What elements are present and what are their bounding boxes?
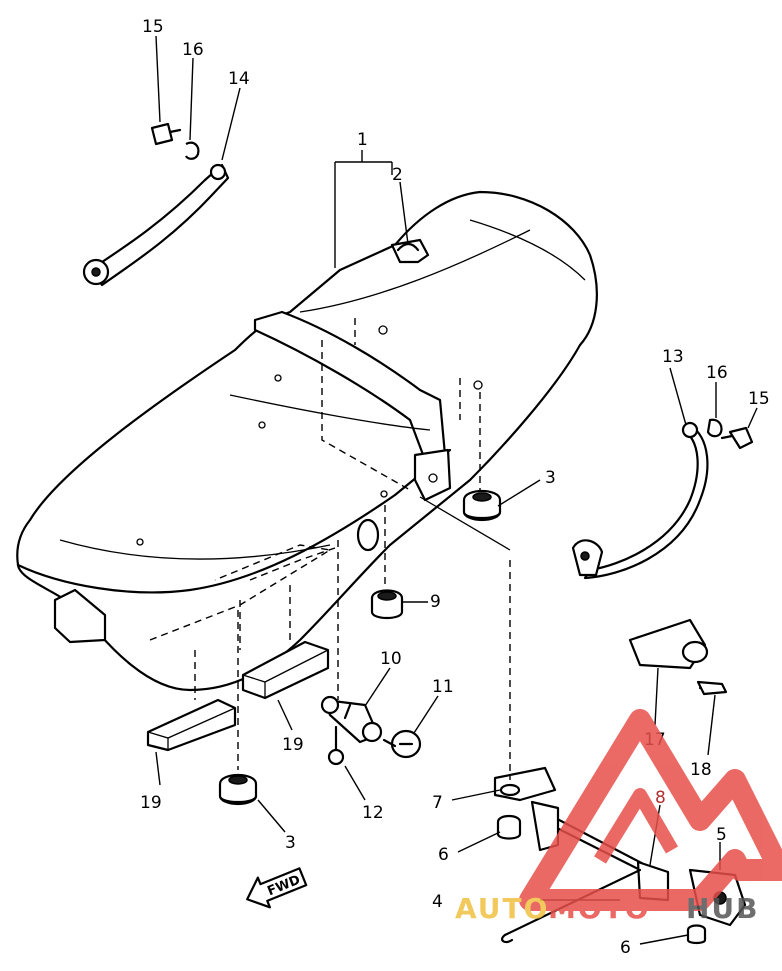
callout-labels: 1 2 3 3 4 5 6 6 7 8 9 10 11 12 13 14 15 … xyxy=(140,17,770,958)
callout-3: 3 xyxy=(285,833,296,853)
callout-3: 3 xyxy=(545,468,556,488)
callout-2: 2 xyxy=(392,165,403,185)
seat-lock xyxy=(320,540,422,766)
callout-12: 12 xyxy=(362,803,384,823)
callout-10: 10 xyxy=(380,649,402,669)
callout-7: 7 xyxy=(432,793,443,813)
grab-bars xyxy=(82,122,754,580)
rubber-pads xyxy=(146,585,330,752)
callout-14: 14 xyxy=(228,69,250,89)
callout-18: 18 xyxy=(690,760,712,780)
callout-15: 15 xyxy=(748,389,770,409)
watermark-text-auto: AUTO xyxy=(455,892,549,925)
callout-11: 11 xyxy=(432,677,454,697)
callout-19: 19 xyxy=(140,793,162,813)
callout-4: 4 xyxy=(432,892,443,912)
callout-5: 5 xyxy=(716,825,727,845)
callout-1: 1 xyxy=(357,130,368,150)
watermark-logo: AUTO MOTO HUB xyxy=(455,709,782,925)
callout-13: 13 xyxy=(662,347,684,367)
callout-6: 6 xyxy=(620,938,631,958)
callout-6: 6 xyxy=(438,845,449,865)
callout-9: 9 xyxy=(430,592,441,612)
dampers xyxy=(218,392,502,806)
watermark-text-hub: HUB xyxy=(686,892,760,925)
watermark-text-moto: MOTO xyxy=(548,892,651,925)
callout-16: 16 xyxy=(182,40,204,60)
callout-8: 8 xyxy=(655,788,666,808)
callout-16: 16 xyxy=(706,363,728,383)
forward-direction-arrow: FWD xyxy=(246,867,308,909)
callout-19: 19 xyxy=(282,735,304,755)
seat-assembly xyxy=(16,190,598,692)
callout-15: 15 xyxy=(142,17,164,37)
